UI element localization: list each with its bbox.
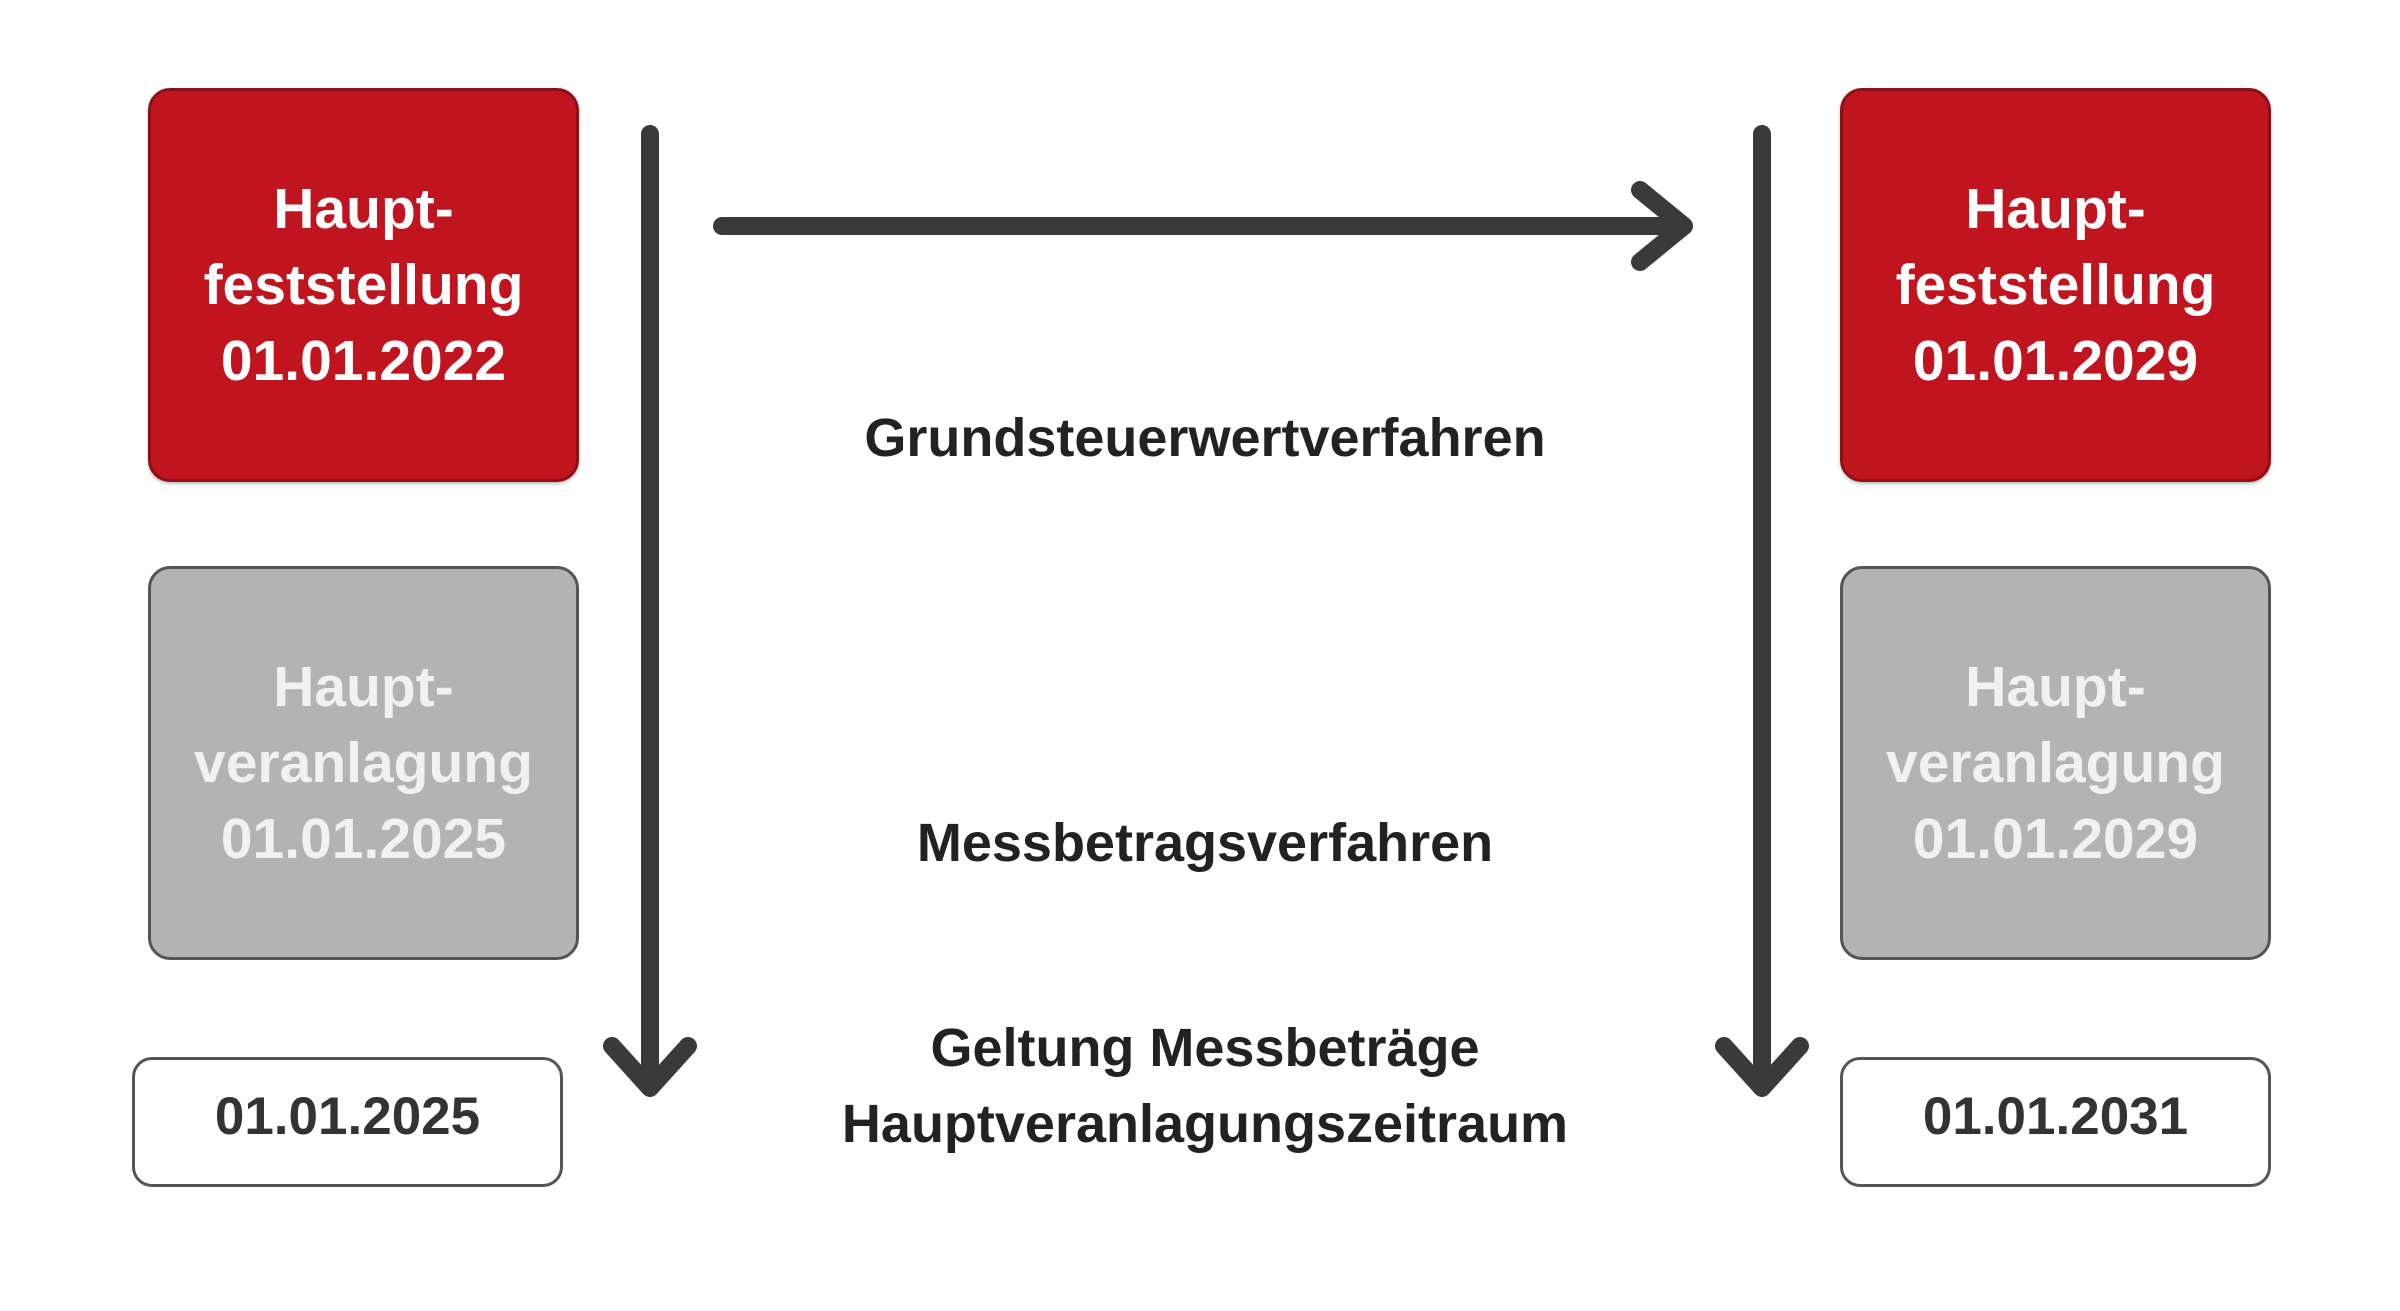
hauptfeststellung-2022-text: Haupt- feststellung 01.01.2022 — [203, 177, 524, 393]
hauptveranlagung-2025-box: Haupt- veranlagung 01.01.2025 — [148, 566, 579, 960]
geltung-date-2031-box: 01.01.2031 — [1840, 1057, 2271, 1187]
geltung-hauptveranlagungszeitraum-label: Geltung Messbeträge Hauptveranlagungszei… — [841, 1018, 1569, 1154]
messbetragsverfahren-label: Messbetragsverfahren — [916, 813, 1494, 873]
hauptveranlagung-2025-text: Haupt- veranlagung 01.01.2025 — [194, 655, 533, 871]
right-vertical-arrow-head — [1715, 1037, 1809, 1097]
left-vertical-arrow-head — [603, 1037, 697, 1097]
hauptveranlagung-2029-text: Haupt- veranlagung 01.01.2029 — [1886, 655, 2225, 871]
hauptveranlagung-2029-box: Haupt- veranlagung 01.01.2029 — [1840, 566, 2271, 960]
grundsteuerwertverfahren-label: Grundsteuerwertverfahren — [864, 408, 1546, 468]
hauptfeststellung-2029-box: Haupt- feststellung 01.01.2029 — [1840, 88, 2271, 482]
time-arrow-horizontal-head — [1631, 181, 1693, 271]
geltung-date-2025-box: 01.01.2025 — [132, 1057, 563, 1187]
hauptfeststellung-2029-text: Haupt- feststellung 01.01.2029 — [1895, 177, 2216, 393]
geltung-date-2025-text: 01.01.2025 — [214, 1086, 481, 1146]
geltung-date-2031-text: 01.01.2031 — [1922, 1086, 2189, 1146]
hauptfeststellung-2022-box: Haupt- feststellung 01.01.2022 — [148, 88, 579, 482]
